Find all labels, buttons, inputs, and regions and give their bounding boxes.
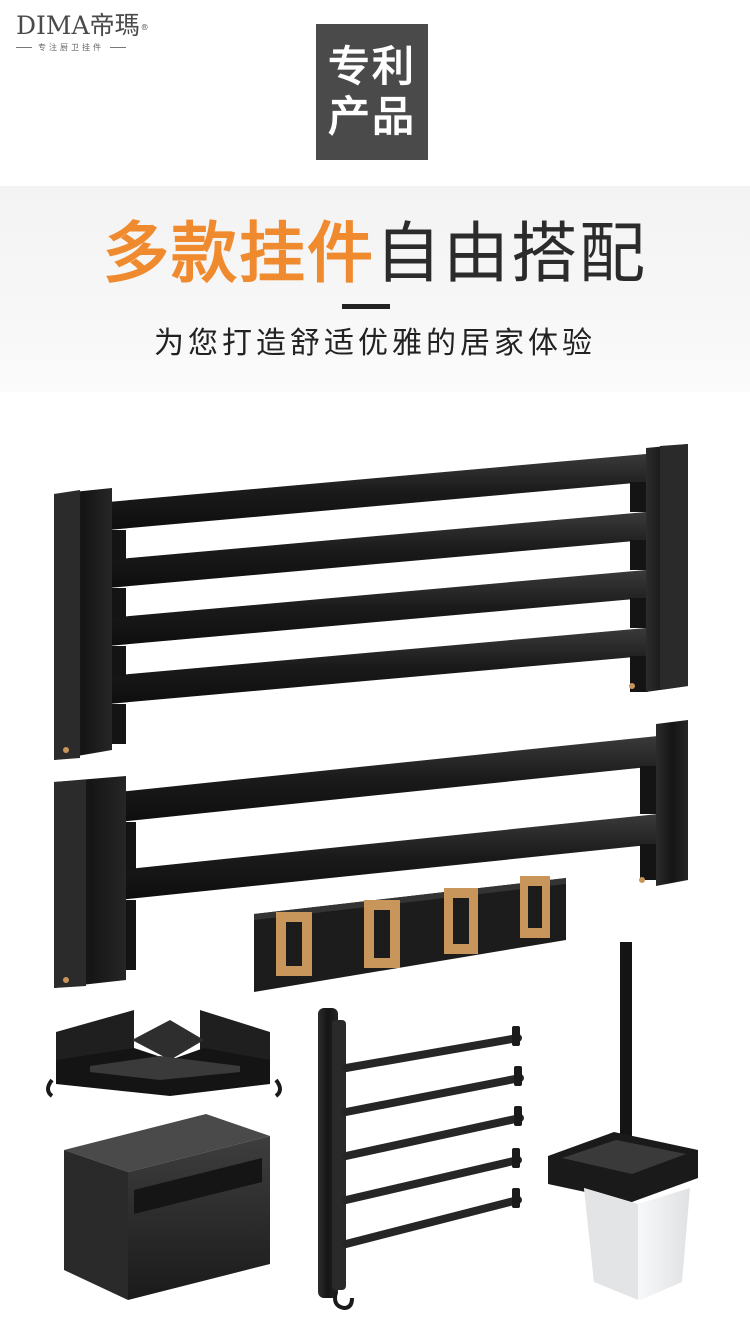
gold-hook: [364, 900, 400, 968]
tissue-box: [64, 1114, 270, 1300]
headline-underline: [342, 304, 390, 309]
brand-name-text: DIMA帝瑪: [16, 11, 140, 40]
corner-shelf: [46, 1010, 282, 1098]
headline-band: [0, 186, 750, 392]
swivel-towel-bar: [318, 1008, 524, 1311]
tagline-text: 专注厨卫挂件: [38, 43, 104, 52]
registered-mark: ®: [140, 23, 149, 32]
tagline-rule-left: [16, 47, 32, 48]
gold-hook: [520, 876, 550, 938]
gold-hook: [276, 912, 312, 976]
four-bar-towel-rack: [54, 444, 688, 760]
headline: 多款挂件自由搭配: [0, 214, 750, 294]
bathroom-accessories-illustration-icon: [46, 444, 698, 1311]
subheadline: 为您打造舒适优雅的居家体验: [154, 326, 596, 361]
headline-accent: 多款挂件: [103, 215, 375, 292]
products-illustration: [0, 420, 750, 1340]
patent-badge: 专利 产品: [316, 24, 428, 160]
brand-logo: DIMA帝瑪® 专注厨卫挂件: [16, 12, 166, 53]
headline-plain: 自由搭配: [375, 215, 647, 292]
badge-line-2: 产品: [327, 92, 416, 141]
brand-name: DIMA帝瑪®: [16, 12, 166, 40]
toilet-brush-holder: [548, 942, 698, 1300]
hook-rail: [254, 876, 566, 992]
tagline-rule-right: [110, 47, 126, 48]
gold-hook: [444, 888, 478, 954]
badge-line-1: 专利: [327, 42, 416, 91]
two-bar-towel-rack: [54, 720, 688, 988]
brand-tagline: 专注厨卫挂件: [16, 42, 166, 53]
